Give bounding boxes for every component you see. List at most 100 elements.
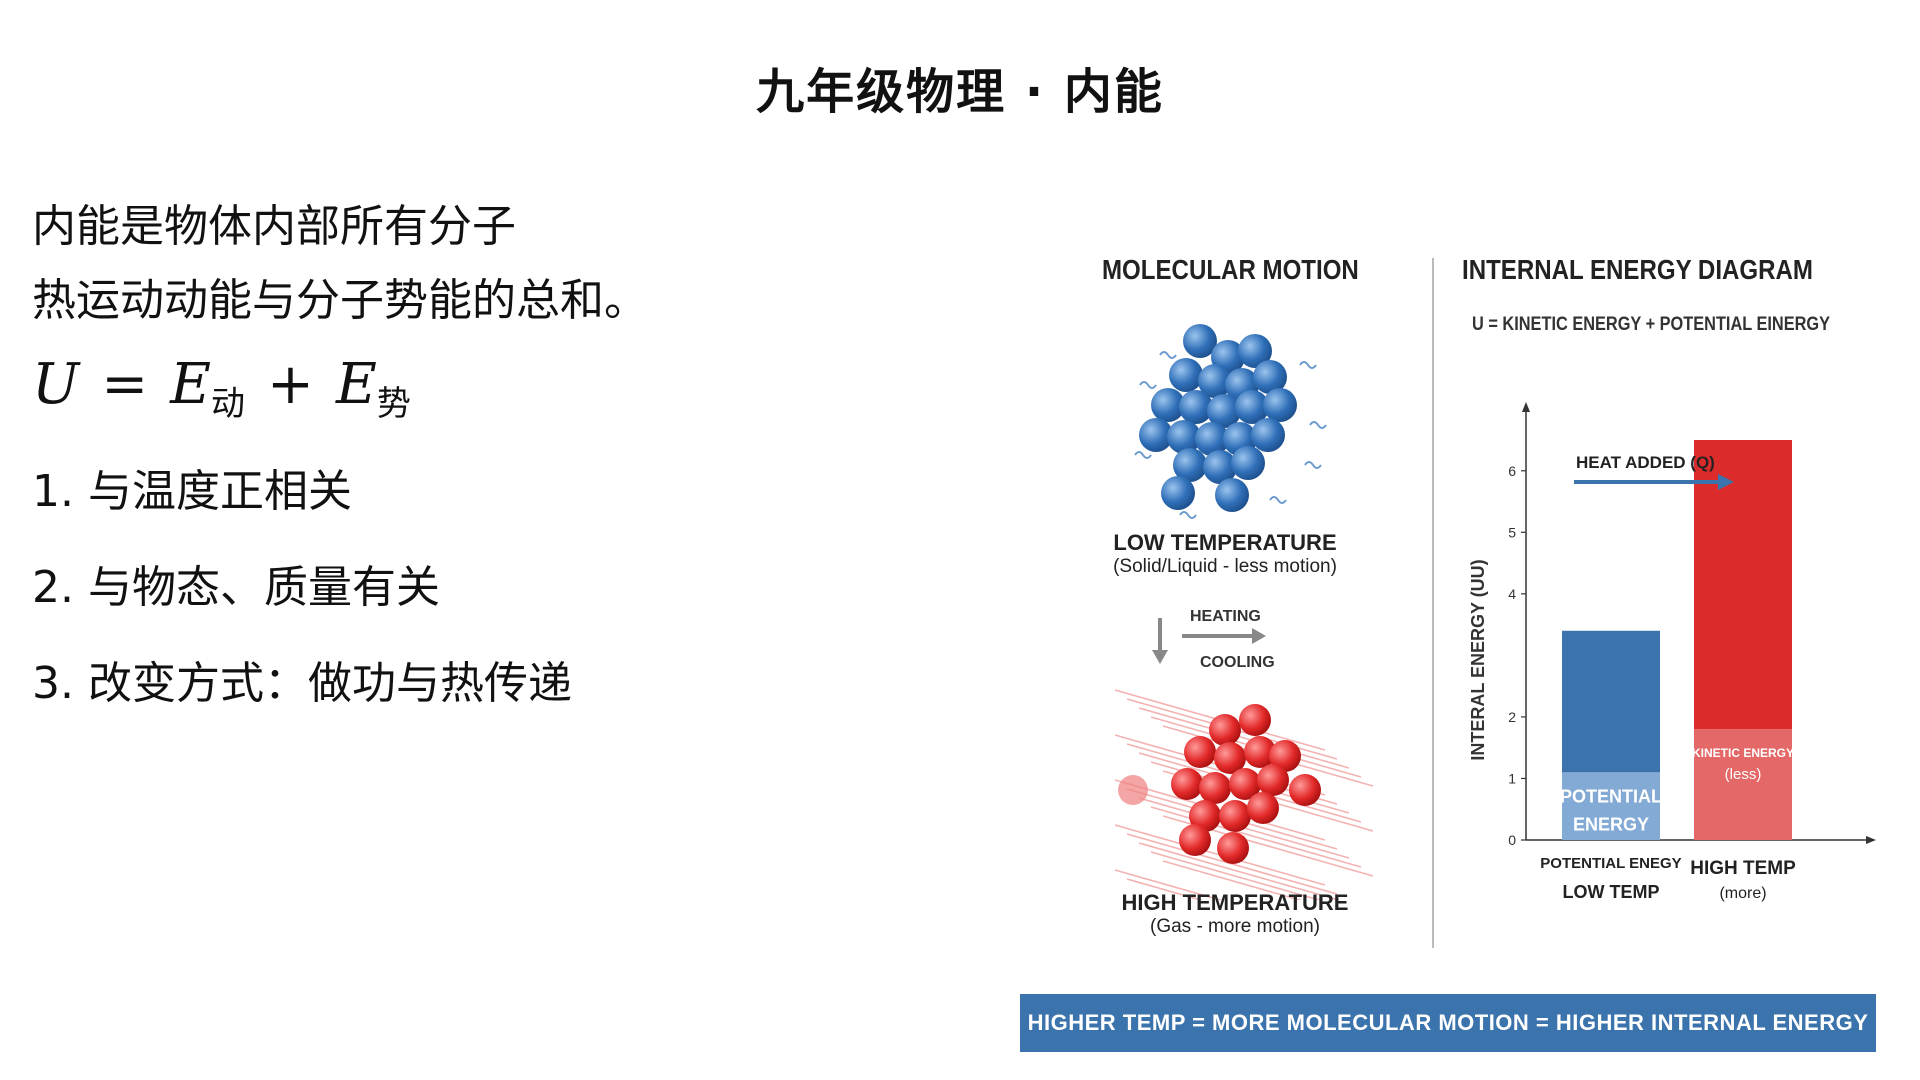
motion-streak	[1138, 842, 1342, 900]
cold-molecule	[1238, 334, 1272, 368]
heat-added-label: HEAT ADDED (Q)	[1576, 453, 1715, 472]
y-tick-label: 1	[1508, 770, 1516, 786]
high-temperature-caption: HIGH TEMPERATURE (Gas - more motion)	[1090, 890, 1380, 938]
hot-molecule	[1289, 774, 1321, 806]
x-label-low-line2: LOW TEMP	[1563, 882, 1660, 902]
motion-squiggle	[1159, 351, 1177, 359]
hot-molecule	[1257, 764, 1289, 796]
high-temperature-sublabel: (Gas - more motion)	[1150, 916, 1320, 937]
cold-molecules-illustration	[1134, 324, 1327, 519]
bar-low-temp-kinetic	[1562, 630, 1660, 773]
motion-squiggle	[1139, 381, 1157, 389]
hot-molecule	[1179, 824, 1211, 856]
formula-u: U	[32, 352, 80, 417]
motion-squiggle	[1134, 451, 1152, 459]
cold-molecule	[1235, 390, 1269, 424]
definition-line-1: 内能是物体内部所有分子	[32, 201, 516, 252]
motion-squiggle	[1269, 496, 1287, 504]
formula-sub-potential: 势	[376, 384, 411, 425]
hot-molecule	[1171, 768, 1203, 800]
hot-molecule-blur	[1118, 775, 1148, 805]
formula-e-potential: E	[335, 352, 377, 417]
cold-molecule	[1139, 418, 1173, 452]
cold-molecule	[1195, 422, 1229, 456]
motion-streak	[1162, 860, 1303, 900]
x-axis-arrowhead	[1866, 836, 1876, 844]
x-label-high-line1: HIGH TEMP	[1690, 858, 1796, 879]
cold-molecule	[1161, 476, 1195, 510]
cold-molecule	[1253, 360, 1287, 394]
low-temperature-sublabel: (Solid/Liquid - less motion)	[1113, 556, 1337, 577]
kinetic-energy-sublabel: (less)	[1725, 766, 1762, 783]
cold-molecule	[1215, 478, 1249, 512]
hot-molecule	[1219, 800, 1251, 832]
bar-high-temp-potential	[1694, 729, 1792, 840]
key-points-list: 1. 与温度正相关 2. 与物态、质量有关 3. 改变方式：做功与热传递	[32, 444, 932, 732]
heating-label: HEATING	[1190, 608, 1261, 625]
hot-molecule	[1214, 742, 1246, 774]
motion-squiggle	[1179, 511, 1197, 519]
hot-molecule	[1244, 736, 1276, 768]
page-title: 九年级物理 · 内能	[756, 64, 1164, 120]
x-label-low-line1: POTENTIAL ENEGY	[1540, 855, 1681, 872]
internal-energy-formula: U=E动+E势	[32, 352, 932, 444]
cold-molecule	[1203, 450, 1237, 484]
cold-molecule	[1207, 394, 1241, 428]
cooling-label: COOLING	[1200, 654, 1275, 671]
cold-molecule	[1151, 388, 1185, 422]
text-column: 内能是物体内部所有分子 热运动动能与分子势能的总和。 U=E动+E势 1. 与温…	[32, 190, 932, 732]
cold-molecule	[1263, 388, 1297, 422]
motion-squiggle	[1299, 361, 1317, 369]
summary-banner: HIGHER TEMP = MORE MOLECULAR MOTION = HI…	[1020, 994, 1876, 1052]
y-axis-label: INTERAL ENERGY (UU)	[1468, 559, 1488, 760]
motion-streak	[1114, 869, 1223, 900]
kinetic-energy-label: KINETIC ENERGY	[1692, 746, 1794, 760]
bar-high-temp-kinetic	[1694, 440, 1792, 730]
hot-molecule	[1189, 800, 1221, 832]
potential-energy-label-2: ENERGY	[1573, 814, 1649, 834]
cold-molecule	[1169, 358, 1203, 392]
motion-streak	[1126, 878, 1204, 900]
y-tick-label: 2	[1508, 709, 1516, 725]
cold-molecule	[1173, 448, 1207, 482]
x-label-high-line2: (more)	[1719, 885, 1766, 902]
y-tick-label: 0	[1508, 832, 1516, 848]
energy-diagram-title: INTERNAL ENERGY DIAGRAM	[1462, 254, 1813, 285]
potential-energy-label: POTENTIAL	[1560, 786, 1662, 806]
motion-streak	[1126, 833, 1338, 895]
hot-molecule	[1239, 704, 1271, 736]
heat-added-arrowhead	[1718, 474, 1734, 490]
motion-squiggle	[1309, 421, 1327, 429]
motion-streak	[1138, 707, 1350, 769]
formula-sub-kinetic: 动	[211, 384, 246, 425]
molecular-motion-title: MOLECULAR MOTION	[1102, 254, 1359, 285]
y-tick-label: 6	[1508, 463, 1516, 479]
hot-molecule	[1229, 768, 1261, 800]
hot-molecule	[1217, 832, 1249, 864]
motion-streak	[1150, 806, 1362, 868]
cold-molecule	[1251, 418, 1285, 452]
formula-plus: +	[267, 352, 314, 417]
formula-equals: =	[101, 352, 149, 417]
cold-molecule	[1198, 364, 1232, 398]
hot-molecule	[1184, 736, 1216, 768]
motion-streak	[1114, 779, 1326, 841]
cold-molecule	[1179, 390, 1213, 424]
y-tick-label: 5	[1508, 524, 1516, 540]
key-point-3: 3. 改变方式：做功与热传递	[32, 658, 572, 709]
hot-molecule	[1209, 714, 1241, 746]
heating-cooling-arrows	[1152, 618, 1266, 664]
cold-molecule	[1183, 324, 1217, 358]
hot-molecule	[1199, 772, 1231, 804]
hot-molecules-illustration	[1114, 689, 1374, 900]
high-temperature-label: HIGH TEMPERATURE	[1121, 890, 1349, 915]
panel-divider	[1432, 258, 1434, 948]
key-point-1: 1. 与温度正相关	[32, 466, 352, 517]
cold-molecule	[1231, 446, 1265, 480]
cold-molecule	[1167, 420, 1201, 454]
hot-molecule	[1269, 740, 1301, 772]
y-axis-arrowhead	[1522, 402, 1530, 412]
internal-energy-infographic: MOLECULAR MOTION LOW TEMPERATURE (Solid/…	[1020, 240, 1890, 1060]
key-point-2: 2. 与物态、质量有关	[32, 562, 440, 613]
